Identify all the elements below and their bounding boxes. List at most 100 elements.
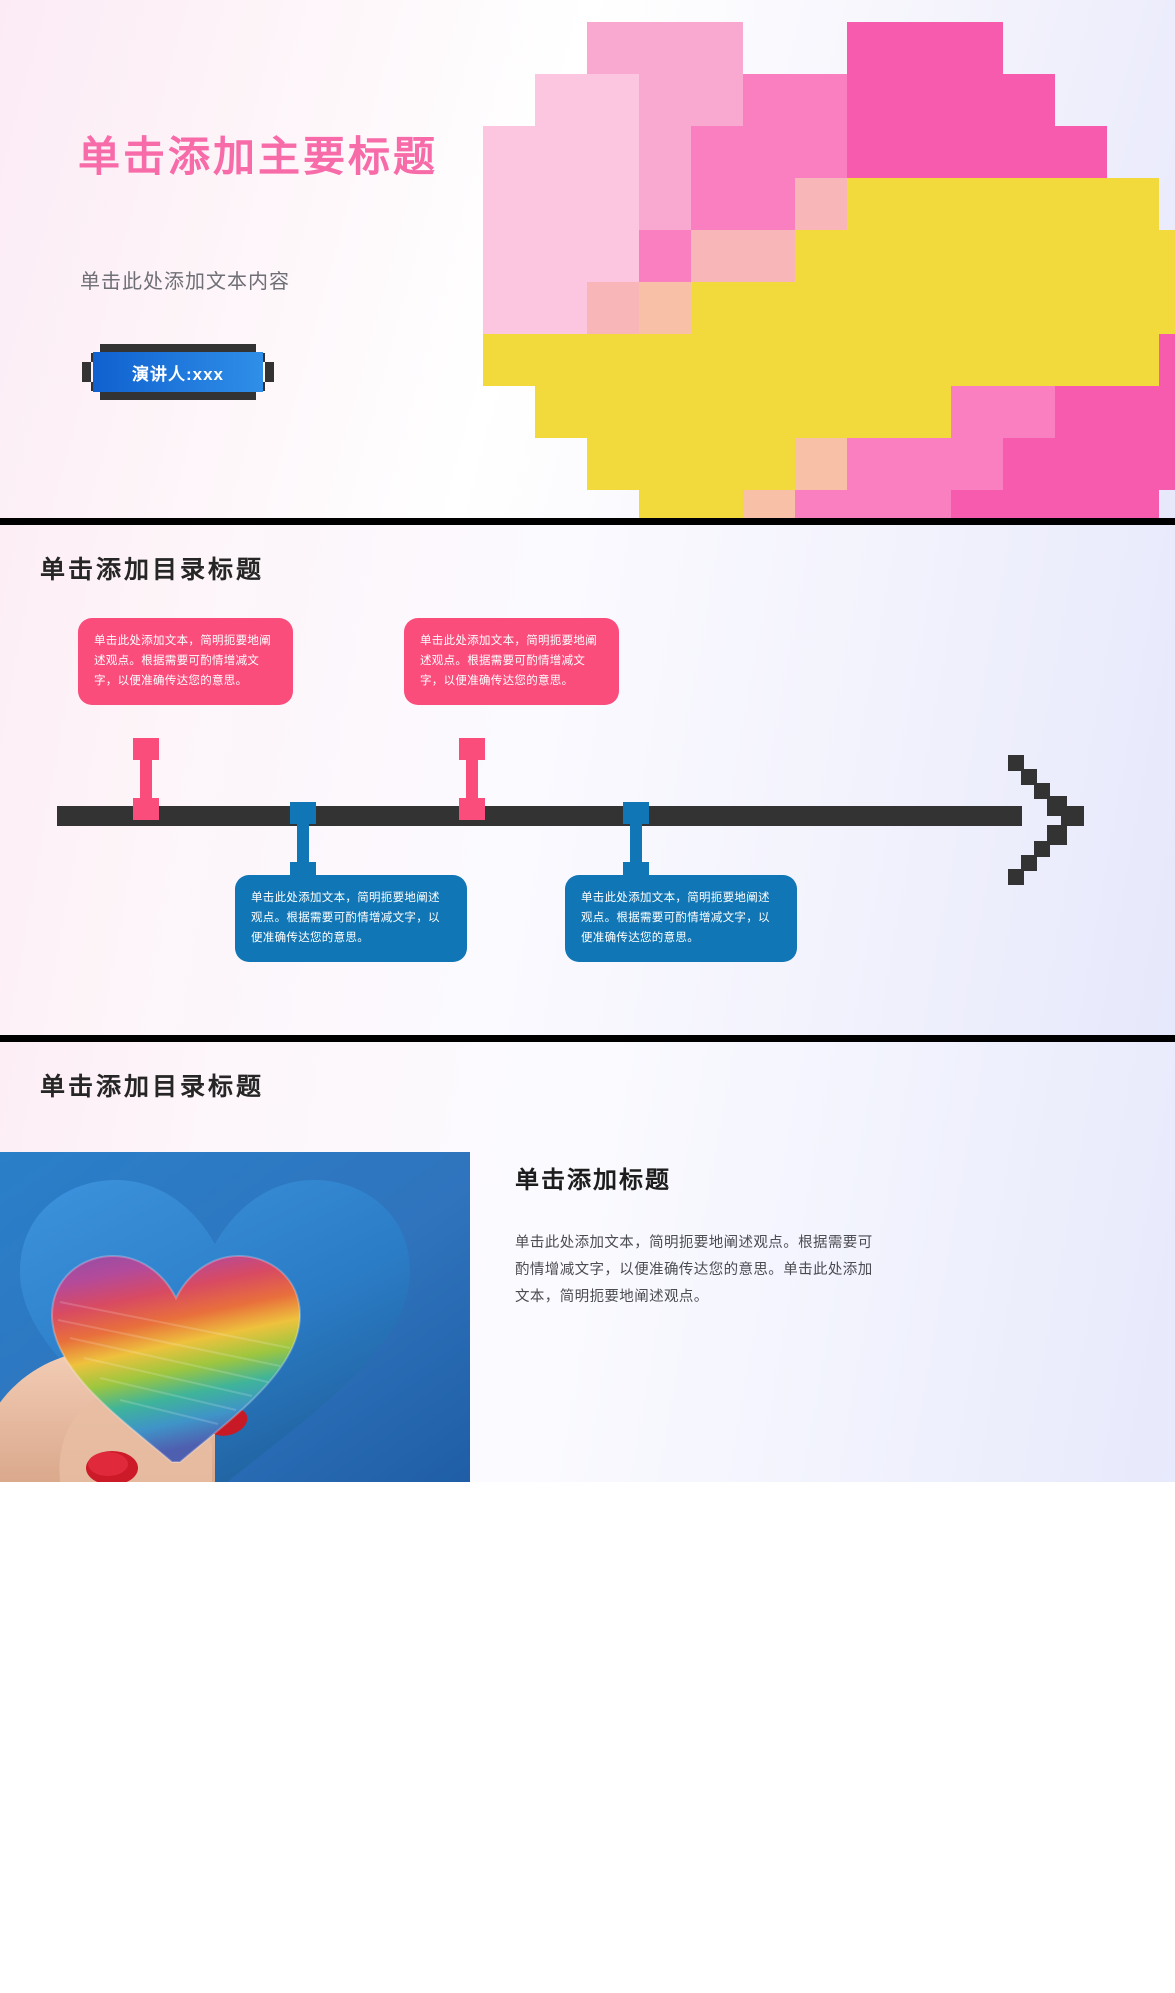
- timeline-box-above-2[interactable]: 单击此处添加文本，简明扼要地阐述观点。根据需要可酌情增减文字，以便准确传达您的意…: [404, 618, 619, 706]
- timeline-box-text: 单击此处添加文本，简明扼要地阐述观点。根据需要可酌情增减文字，以便准确传达您的意…: [94, 635, 271, 687]
- pixel-cell: [1107, 282, 1159, 334]
- pixel-cell: [587, 438, 639, 490]
- pixel-cell: [951, 126, 1003, 178]
- timeline-box-above-1[interactable]: 单击此处添加文本，简明扼要地阐述观点。根据需要可酌情增减文字，以便准确传达您的意…: [78, 618, 293, 706]
- pixel-cell: [795, 490, 847, 518]
- pixel-cell: [587, 22, 639, 74]
- pixel-cell: [1107, 438, 1159, 490]
- pixel-cell: [899, 282, 951, 334]
- pixel-cell: [639, 74, 691, 126]
- pixel-cell: [951, 282, 1003, 334]
- pixel-cell: [1159, 282, 1175, 334]
- pixel-cell: [795, 230, 847, 282]
- pixel-cell: [1055, 386, 1107, 438]
- pixel-cell: [847, 282, 899, 334]
- speaker-button[interactable]: 演讲人:xxx: [93, 352, 263, 392]
- pixel-cell: [691, 386, 743, 438]
- pixel-cell: [535, 386, 587, 438]
- pixel-cell: [639, 230, 691, 282]
- pixel-cell: [847, 126, 899, 178]
- pixel-cell: [483, 230, 535, 282]
- pixel-cell: [743, 126, 795, 178]
- pixel-cell: [691, 334, 743, 386]
- pixel-cell: [1055, 282, 1107, 334]
- page-title-3: 单击添加目录标题: [40, 1072, 265, 1101]
- pixel-cell: [483, 282, 535, 334]
- pixel-cell: [587, 282, 639, 334]
- pixel-cell: [691, 438, 743, 490]
- speaker-button-group[interactable]: 演讲人:xxx: [78, 344, 278, 400]
- pixel-cell: [899, 438, 951, 490]
- pixel-cell: [1055, 490, 1107, 518]
- timeline-connector-pink-2: [459, 738, 485, 820]
- pixel-cell: [1003, 386, 1055, 438]
- pixel-cell: [587, 74, 639, 126]
- pixel-cell: [1159, 386, 1175, 438]
- timeline-box-text: 单击此处添加文本，简明扼要地阐述观点。根据需要可酌情增减文字，以便准确传达您的意…: [251, 892, 440, 944]
- pixel-cell: [587, 334, 639, 386]
- pixel-cell: [795, 126, 847, 178]
- slide-timeline: 单击添加目录标题 单击此处添加文本，简明扼要地阐述观点。根据需要可酌情增减文字，…: [0, 525, 1175, 1035]
- pixel-arrow-head-icon: [1008, 755, 1084, 885]
- pixel-cell: [795, 334, 847, 386]
- pixel-cell: [1055, 438, 1107, 490]
- pixel-cell: [847, 438, 899, 490]
- pixel-cell: [1003, 178, 1055, 230]
- pixel-cell: [951, 334, 1003, 386]
- pixel-cell: [847, 178, 899, 230]
- pixel-cell: [639, 438, 691, 490]
- pixel-cell: [795, 438, 847, 490]
- pixel-cell: [951, 438, 1003, 490]
- pixel-cell: [1003, 230, 1055, 282]
- pixel-cell: [743, 386, 795, 438]
- pixel-cell: [691, 490, 743, 518]
- pixel-cell: [587, 178, 639, 230]
- timeline-box-below-1[interactable]: 单击此处添加文本，简明扼要地阐述观点。根据需要可酌情增减文字，以便准确传达您的意…: [235, 875, 467, 963]
- pixel-cell: [1159, 334, 1175, 386]
- pixel-cell: [795, 282, 847, 334]
- pixel-cell: [1003, 438, 1055, 490]
- pixel-cell: [1159, 438, 1175, 490]
- pixel-cell: [535, 230, 587, 282]
- timeline-box-text: 单击此处添加文本，简明扼要地阐述观点。根据需要可酌情增减文字，以便准确传达您的意…: [420, 635, 597, 687]
- pixel-cell: [535, 126, 587, 178]
- pixel-cell: [899, 230, 951, 282]
- pixel-cell: [535, 74, 587, 126]
- slide-content: 单击添加目录标题: [0, 1042, 1175, 1482]
- pixel-cell: [951, 386, 1003, 438]
- pixel-cell: [1003, 282, 1055, 334]
- pixel-cell: [639, 126, 691, 178]
- content-body-text: 单击此处添加文本，简明扼要地阐述观点。根据需要可酌情增减文字，以便准确传达您的意…: [515, 1235, 873, 1305]
- pixel-cell: [1055, 334, 1107, 386]
- pixel-cell: [795, 386, 847, 438]
- timeline-bar: [57, 806, 1022, 826]
- pixel-cell: [899, 126, 951, 178]
- pixel-cell: [535, 334, 587, 386]
- pixel-cell: [847, 334, 899, 386]
- timeline-connector-pink-1: [133, 738, 159, 820]
- pixel-cell: [691, 178, 743, 230]
- pixel-cell: [639, 178, 691, 230]
- pixel-cell: [483, 334, 535, 386]
- pixel-cell: [847, 74, 899, 126]
- pixel-cell: [1003, 334, 1055, 386]
- pixel-cell: [1107, 386, 1159, 438]
- pixel-cell: [899, 386, 951, 438]
- pixel-cell: [743, 438, 795, 490]
- pixel-cell: [899, 22, 951, 74]
- pixel-cell: [483, 126, 535, 178]
- pixel-cell: [1107, 490, 1159, 518]
- timeline-box-below-2[interactable]: 单击此处添加文本，简明扼要地阐述观点。根据需要可酌情增减文字，以便准确传达您的意…: [565, 875, 797, 963]
- pixel-cell: [951, 490, 1003, 518]
- pixel-cell: [847, 490, 899, 518]
- pixel-cell: [743, 74, 795, 126]
- pixel-cell: [1107, 178, 1159, 230]
- main-subtitle: 单击此处添加文本内容: [80, 271, 290, 293]
- pixel-cell: [743, 178, 795, 230]
- pixel-cell: [639, 386, 691, 438]
- pixel-cell: [899, 74, 951, 126]
- slide-title: 单击添加主要标题 单击此处添加文本内容 演讲人:xxx: [0, 0, 1175, 518]
- timeline-connector-blue-1: [290, 802, 316, 884]
- pixel-cell: [587, 230, 639, 282]
- pixel-cell: [1055, 178, 1107, 230]
